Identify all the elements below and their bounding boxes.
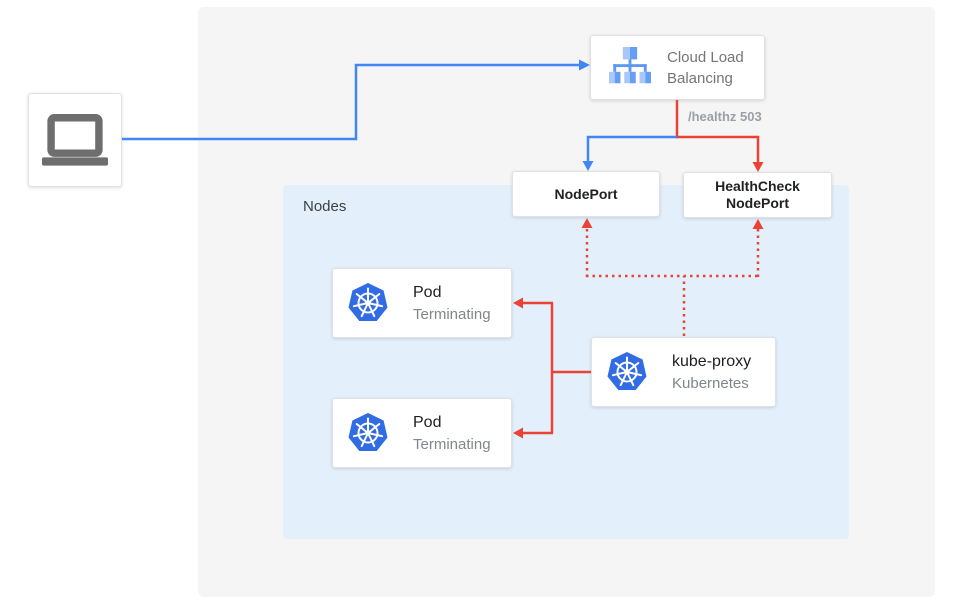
load-balancer-icon <box>609 46 651 83</box>
nodeport-card: NodePort <box>512 171 660 217</box>
healthz-edge-label: /healthz 503 <box>688 109 762 124</box>
pod-status: Terminating <box>413 435 491 453</box>
kube-proxy-subtitle: Kubernetes <box>672 374 749 392</box>
nodes-group-label: Nodes <box>303 198 347 215</box>
pod-title: Pod <box>413 413 442 431</box>
client-device-card <box>28 93 122 187</box>
pod-card-2: Pod Terminating <box>332 398 512 468</box>
pod-card-1: Pod Terminating <box>332 268 512 338</box>
pod-status: Terminating <box>413 305 491 323</box>
laptop-icon <box>42 114 108 166</box>
nodeport-label: NodePort <box>554 185 618 202</box>
kube-proxy-title: kube-proxy <box>672 352 752 370</box>
healthcheck-nodeport-card: HealthCheck NodePort <box>683 172 832 218</box>
healthcheck-nodeport-label: HealthCheck NodePort <box>715 178 800 211</box>
kube-proxy-card: kube-proxy Kubernetes <box>591 337 776 407</box>
cloud-load-balancing-card: Cloud Load Balancing <box>590 35 765 100</box>
pod-title: Pod <box>413 283 442 301</box>
kubernetes-icon <box>348 413 388 451</box>
kubernetes-icon <box>607 352 647 390</box>
kubernetes-icon <box>348 283 388 321</box>
cloud-load-balancing-label: Cloud Load Balancing <box>667 48 744 87</box>
